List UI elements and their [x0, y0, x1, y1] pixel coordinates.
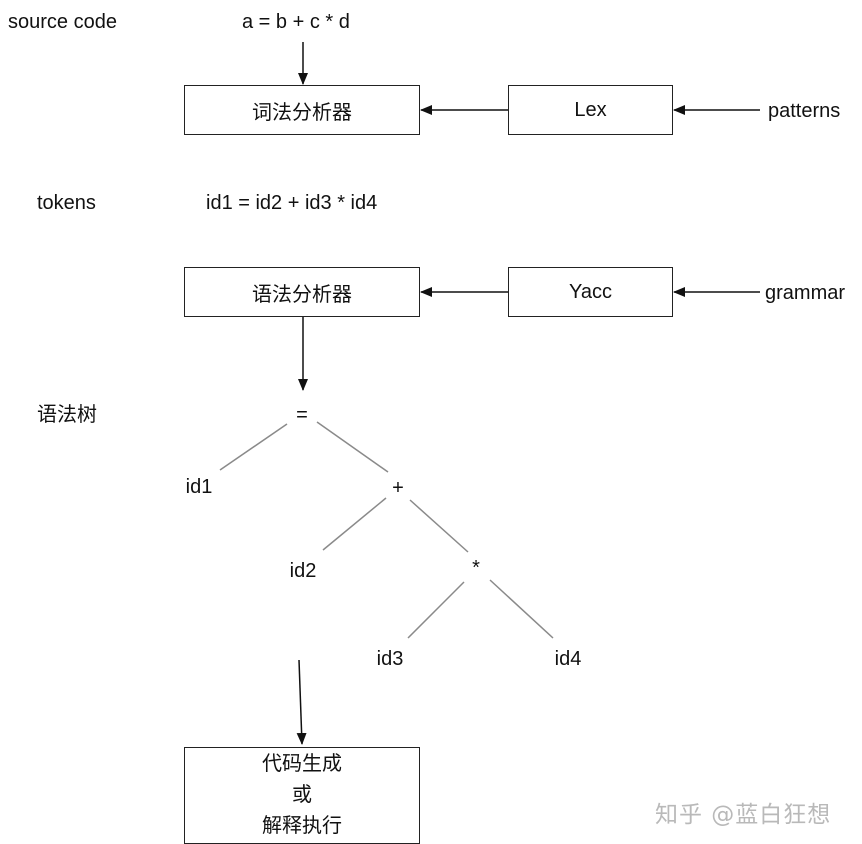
parser-box-label: 语法分析器 — [252, 283, 352, 306]
lex-box-label: Lex — [574, 98, 607, 121]
tokens-expression: id1 = id2 + id3 * id4 — [206, 192, 378, 214]
tree-edge-plus-id2 — [322, 497, 387, 551]
tree-edge-root-id1 — [219, 423, 288, 471]
tree-node-id3: id3 — [376, 648, 404, 670]
output-line-3: 解释执行 — [262, 815, 342, 837]
tree-node-times: * — [472, 557, 480, 579]
output-line-2: 或 — [292, 784, 312, 806]
tree-edge-times-id4 — [489, 579, 554, 639]
watermark-text: 知乎 @蓝白狂想 — [655, 802, 832, 828]
source-code-label: source code — [8, 11, 117, 33]
lex-box: Lex — [508, 85, 673, 135]
tree-node-plus: + — [392, 477, 404, 499]
grammar-label: grammar — [765, 282, 846, 304]
yacc-box-label: Yacc — [569, 280, 612, 303]
tree-node-root: = — [296, 404, 308, 426]
output-line-1: 代码生成 — [262, 753, 342, 775]
tokens-label: tokens — [37, 192, 96, 214]
output-box: 代码生成 或 解释执行 — [184, 747, 420, 844]
lexer-box: 词法分析器 — [184, 85, 420, 135]
patterns-label: patterns — [768, 100, 841, 122]
yacc-box: Yacc — [508, 267, 673, 317]
syntax-tree-label: 语法树 — [37, 404, 97, 426]
tree-node-id2: id2 — [289, 560, 317, 582]
parser-box: 语法分析器 — [184, 267, 420, 317]
lexer-box-label: 词法分析器 — [252, 101, 352, 124]
tree-node-id4: id4 — [554, 648, 582, 670]
tree-node-id1: id1 — [185, 476, 213, 498]
arrow-tree-to-output — [296, 659, 307, 745]
source-expression: a = b + c * d — [242, 11, 350, 33]
tree-edge-plus-times — [409, 499, 469, 553]
tree-edge-root-plus — [316, 421, 389, 473]
tree-edge-times-id3 — [407, 581, 465, 639]
